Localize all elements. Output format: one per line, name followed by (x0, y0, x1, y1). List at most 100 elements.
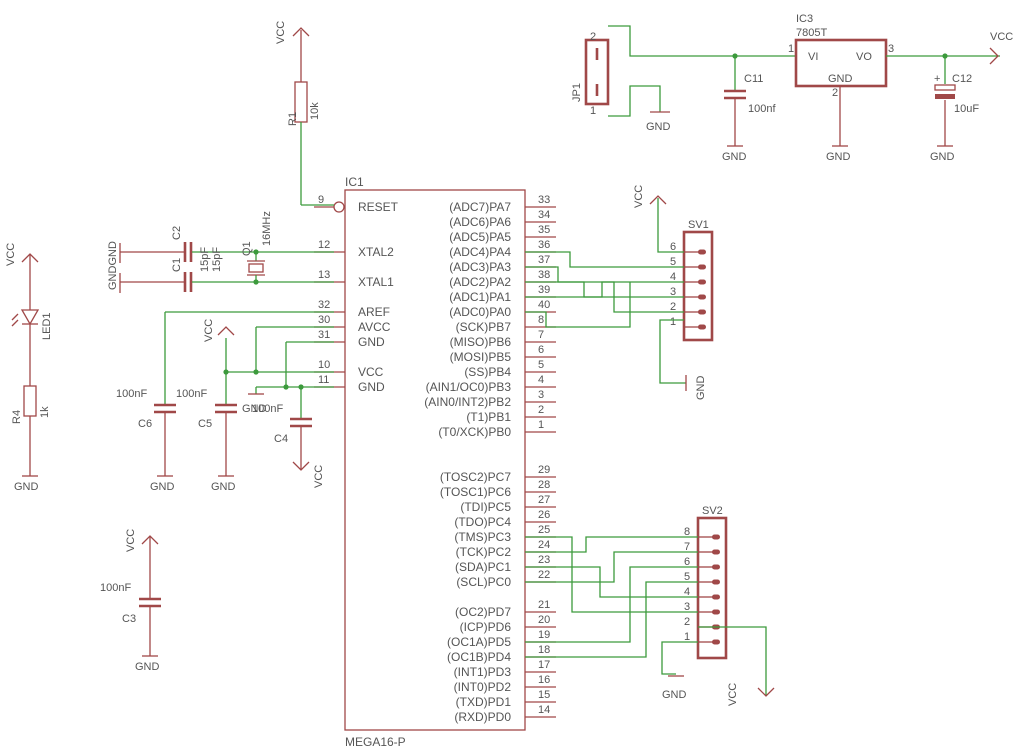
ic1-pin-number: 14 (538, 704, 550, 716)
power-supply: 2 1 JP1 GND GND C11 100nf IC3 7805T VI V… (571, 13, 1013, 163)
ic1-pin-label: VCC (358, 365, 384, 379)
ic1-pin-label: GND (358, 335, 385, 349)
sv1-pin: 2 (670, 301, 706, 315)
c6-name: C6 (138, 418, 152, 430)
ic1-pin-label: (INT0)PD2 (454, 680, 512, 694)
ic1-pin-number: 24 (538, 539, 550, 551)
ic1-pin-label: (T1)PB1 (466, 410, 511, 424)
sv2-pin-number: 3 (684, 601, 690, 613)
c11-value: 100nf (748, 103, 776, 115)
ic1-pin-number: 13 (318, 269, 330, 281)
svg-text:GND: GND (826, 151, 851, 163)
c2-name: C2 (171, 226, 183, 240)
ic1-pin-number: 27 (538, 494, 550, 506)
sv2-pin-number: 5 (684, 571, 690, 583)
ic1-pin-label: (SCL)PC0 (456, 575, 511, 589)
r1-resistor: R1 10k (287, 30, 334, 206)
ic1-right-pin: 5(SS)PB4 (464, 359, 556, 379)
ic1-pin-number: 19 (538, 629, 550, 641)
ic1-pin-number: 22 (538, 569, 550, 581)
ic1-right-pin: 16(INT0)PD2 (454, 674, 556, 694)
ic1-pin-label: GND (358, 380, 385, 394)
ic1-right-pin: 33(ADC7)PA7 (449, 194, 556, 214)
ic1-pin-label: (TMS)PC3 (454, 530, 511, 544)
ic1-right-pin: 2(T1)PB1 (466, 404, 556, 424)
svg-text:GND: GND (930, 151, 955, 163)
sv1-pin-number: 1 (670, 316, 676, 328)
c1-name: C1 (171, 258, 183, 272)
svg-text:GND: GND (662, 689, 687, 701)
ic1-pin-number: 31 (318, 329, 330, 341)
ic1-right-pin: 1(T0/XCK)PB0 (438, 419, 556, 439)
ic1-name: IC1 (345, 175, 364, 189)
ic1-right-pin: 7(MISO)PB6 (450, 329, 556, 349)
sv1-pin-number: 6 (670, 241, 676, 253)
ic1-pin-label: (TOSC1)PC6 (440, 485, 511, 499)
ic1-pin-label: (TOSC2)PC7 (440, 470, 511, 484)
q1-value: 16MHz (261, 211, 273, 246)
ic1-pin-number: 37 (538, 254, 550, 266)
ic1-pin-label: (AIN0/INT2)PB2 (424, 395, 511, 409)
ic1-pin-label: (MISO)PB6 (450, 335, 512, 349)
power-decoupling: VCC GND 100nF C6 GND 100nF C5 GND VCC 10… (116, 311, 334, 493)
sv1-pin: 4 (670, 271, 706, 285)
ic1-pin-number: 1 (538, 419, 544, 431)
sv2-pin: 8 (684, 526, 720, 540)
sv2-pin: 6 (684, 556, 720, 570)
ic1-pin-number: 9 (318, 194, 324, 206)
c11-name: C11 (744, 73, 763, 85)
svg-text:GND: GND (646, 121, 671, 133)
q1-name: Q1 (241, 241, 253, 256)
svg-text:GND: GND (211, 481, 236, 493)
ic1-pin-number: 20 (538, 614, 550, 626)
ic1-pin-label: (SDA)PC1 (455, 560, 511, 574)
ic1-pin-number: 30 (318, 314, 330, 326)
sv1-pin-number: 5 (670, 256, 676, 268)
c12-value: 10uF (954, 103, 979, 115)
c5-value: 100nF (176, 388, 207, 400)
ic1-pin-number: 15 (538, 689, 550, 701)
ic1-pin-number: 18 (538, 644, 550, 656)
ic3-vi: VI (808, 51, 818, 63)
svg-text:VCC: VCC (203, 319, 215, 342)
led1-name: LED1 (41, 312, 53, 340)
ic1-pin-label: AREF (358, 305, 390, 319)
ic1-pin-label: (OC2)PD7 (455, 605, 511, 619)
ic1-right-pin: 15(TXD)PD1 (456, 689, 556, 709)
svg-text:VCC: VCC (275, 21, 287, 44)
ic1-right-pin: 37(ADC3)PA3 (449, 254, 556, 274)
sv1-pin: 5 (670, 256, 706, 270)
ic1-pin-label: (OC1A)PD5 (447, 635, 511, 649)
r1-name: R1 (287, 112, 299, 126)
c1-value: 15pF (211, 247, 223, 272)
svg-text:VCC: VCC (5, 243, 17, 266)
ic1-right-pin: 6(MOSI)PB5 (450, 344, 556, 364)
ic1-right-pin: 24(TCK)PC2 (456, 539, 556, 559)
sv2-pin-number: 7 (684, 541, 690, 553)
r4-name: R4 (11, 410, 23, 424)
svg-text:GND: GND (242, 403, 267, 415)
ic1-pin-label: (ADC6)PA6 (449, 215, 511, 229)
ic1-right-pin: 14(RXD)PD0 (454, 704, 556, 724)
ic1-right-pin: 34(ADC6)PA6 (449, 209, 556, 229)
ic1-pin-number: 39 (538, 284, 550, 296)
ic3-vo: VO (856, 51, 872, 63)
ic1-pin-number: 28 (538, 479, 550, 491)
ic1-right-pin: 21(OC2)PD7 (455, 599, 556, 619)
sv2-pin-number: 6 (684, 556, 690, 568)
sv1-name: SV1 (688, 219, 709, 231)
ic1-pin-label: RESET (358, 200, 399, 214)
svg-text:VCC: VCC (633, 185, 645, 208)
ic1-right-pins: 33(ADC7)PA734(ADC6)PA635(ADC5)PA536(ADC4… (424, 194, 556, 724)
ic1-pin-label: (INT1)PD3 (454, 665, 512, 679)
ic1-pin-number: 23 (538, 554, 550, 566)
c4-value: 100nF (252, 403, 283, 415)
ic1-pin-number: 12 (318, 239, 330, 251)
